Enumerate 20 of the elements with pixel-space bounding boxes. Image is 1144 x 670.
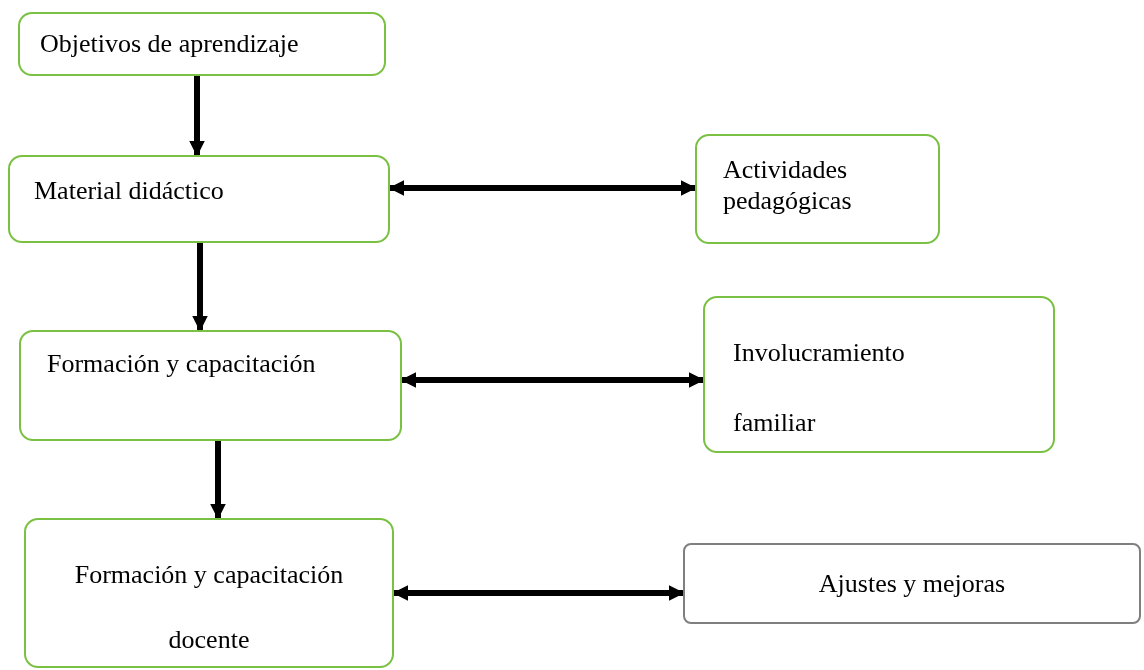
box-label: Formación y capacitación docente [73, 559, 345, 656]
arrow [388, 180, 697, 196]
box-label: Involucramiento familiar [733, 337, 906, 440]
arrow [392, 585, 685, 601]
arrow [400, 372, 705, 388]
process-box [24, 518, 394, 668]
arrow [189, 76, 205, 157]
arrow [192, 243, 208, 332]
arrow [210, 441, 226, 520]
process-box [18, 12, 386, 76]
process-box [19, 330, 402, 441]
process-box [683, 543, 1141, 624]
process-box [703, 296, 1055, 453]
box-label: Formación y capacitación [47, 348, 316, 380]
box-label: Ajustes y mejoras [818, 567, 1006, 600]
process-box [695, 134, 940, 244]
box-label: Objetivos de aprendizaje [40, 28, 299, 60]
box-label: Actividades pedagógicas [723, 154, 853, 217]
process-box [8, 155, 390, 243]
box-label: Material didáctico [34, 175, 224, 207]
